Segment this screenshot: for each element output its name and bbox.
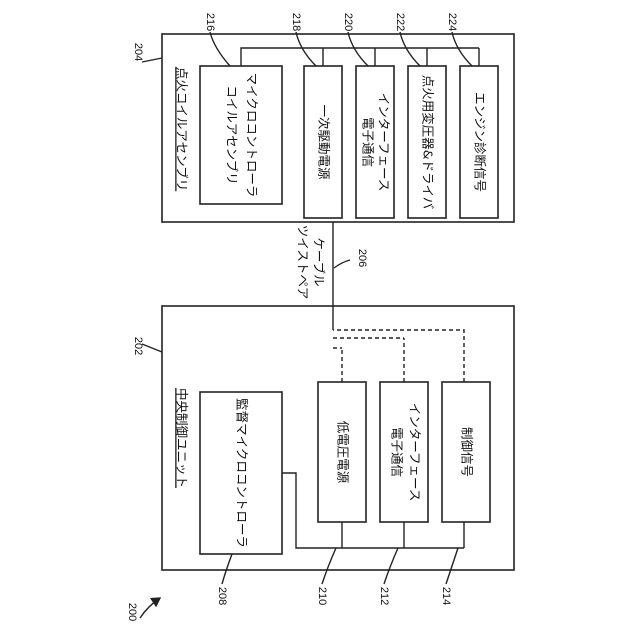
ref-leader-206 bbox=[334, 260, 350, 268]
coil-comm-interface-line1: 電子通信 bbox=[361, 117, 376, 167]
engine-diag-label: エンジン診断信号 bbox=[473, 92, 488, 192]
ref-206: 206 bbox=[356, 249, 368, 267]
supervisor-mcu-label: 監督マイクロコントローラ bbox=[235, 398, 250, 548]
central-control-unit-title: 中央制御ユニット bbox=[175, 388, 190, 488]
central-comm-interface-line2: インターフェース bbox=[408, 403, 423, 502]
ref-202: 202 bbox=[132, 337, 144, 355]
ref-204: 204 bbox=[132, 43, 144, 61]
primary-power-label: 一次駆動電源 bbox=[317, 104, 332, 180]
ref-218: 218 bbox=[290, 13, 302, 31]
central-comm-interface-line1: 電子通信 bbox=[390, 427, 405, 477]
coil-mcu-line1: コイルアセンブリ bbox=[225, 85, 240, 184]
ref-216: 216 bbox=[204, 13, 216, 31]
ref-214: 214 bbox=[440, 587, 452, 605]
ignition-coil-assembly-title: 点火コイルアセンブリ bbox=[175, 67, 190, 191]
figure-number: 200 bbox=[126, 603, 138, 621]
ref-224: 224 bbox=[446, 13, 458, 31]
coil-comm-interface-line2: インターフェース bbox=[377, 93, 392, 192]
coil-mcu-box bbox=[200, 66, 282, 204]
cable-label-line2: ケーブル bbox=[312, 237, 327, 286]
ref-222: 222 bbox=[394, 13, 406, 31]
ref-208: 208 bbox=[216, 587, 228, 605]
low-voltage-power-label: 低電圧電源 bbox=[336, 421, 351, 484]
control-signal-label: 制御信号 bbox=[460, 427, 475, 477]
coil-mcu-line2: マイクロコントローラ bbox=[245, 73, 260, 198]
transformer-driver-label: 点火用変圧器&ドライバ bbox=[421, 75, 436, 210]
cable-label-line1: ツイストペア bbox=[296, 225, 311, 300]
ref-212: 212 bbox=[378, 587, 390, 605]
ref-220: 220 bbox=[342, 13, 354, 31]
ref-210: 210 bbox=[316, 587, 328, 605]
figure-arrow bbox=[140, 598, 160, 618]
